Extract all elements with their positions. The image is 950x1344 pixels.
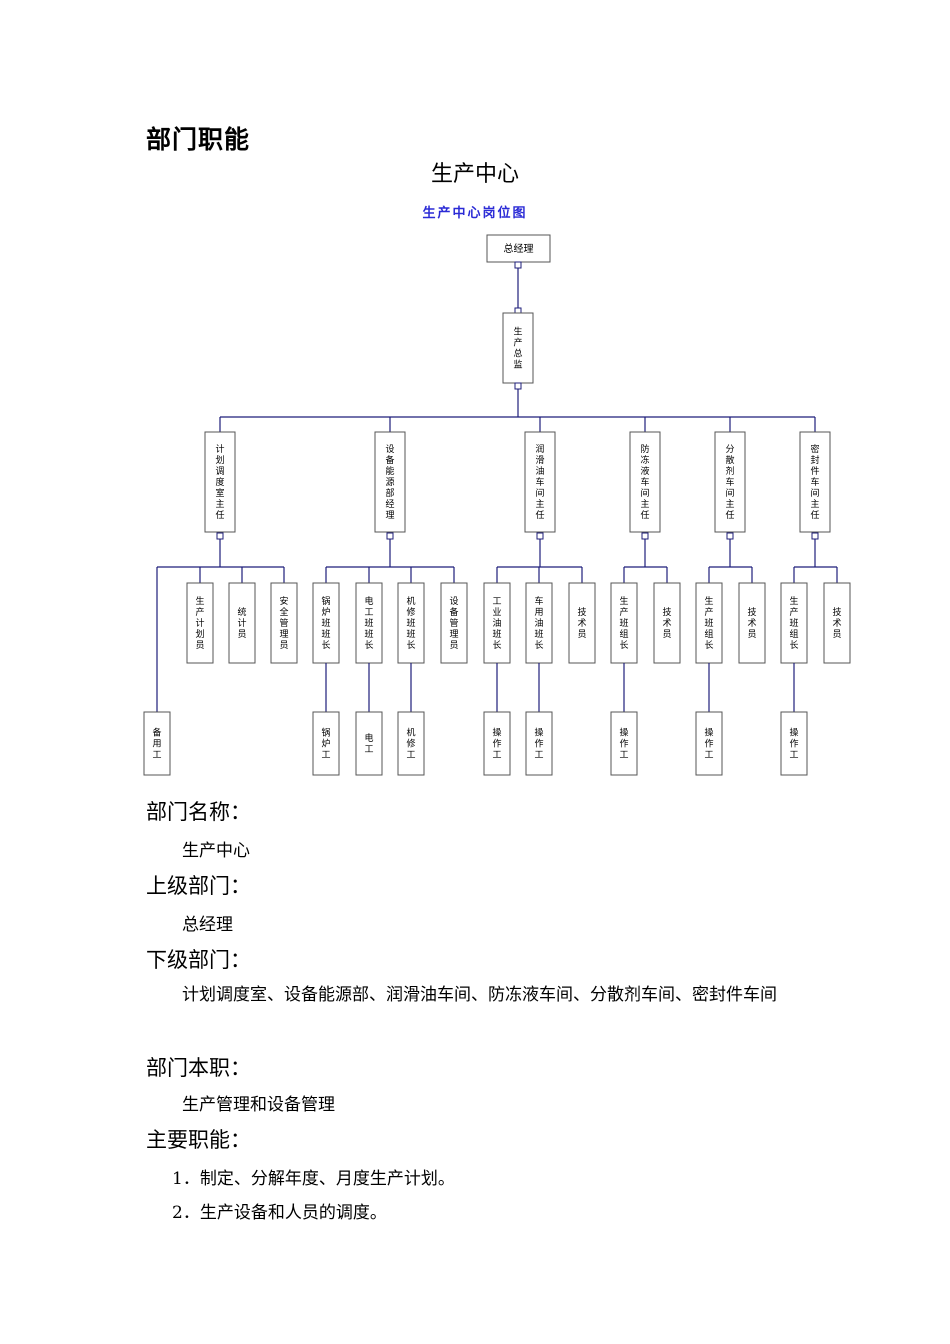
org-box-director	[502, 312, 534, 384]
org-box-position-label: 生产班组长	[619, 595, 628, 651]
org-box-department-label: 分散剂车间主任	[725, 444, 734, 521]
org-box-department-label: 计划调度室主任	[215, 443, 224, 521]
org-box-worker	[610, 711, 638, 776]
org-box-worker-label: 操作工	[789, 727, 798, 761]
org-box-department	[799, 431, 831, 533]
org-box-worker	[695, 711, 723, 776]
org-box-position	[653, 582, 681, 664]
org-box-position-label: 技术员	[662, 606, 671, 640]
org-box-position-label: 车用油班长	[534, 595, 543, 651]
connector-pin	[726, 532, 734, 540]
org-box-position-label: 生产班组长	[789, 595, 798, 651]
org-box-position	[228, 582, 256, 664]
connector-pin	[811, 532, 819, 540]
org-box-worker-label: 操作工	[534, 727, 543, 761]
org-box-position	[270, 582, 298, 664]
org-box-worker	[483, 711, 511, 776]
org-box-position-label: 安全管理员	[279, 595, 288, 651]
page-heading: 部门职能	[146, 125, 251, 154]
org-box-worker	[355, 711, 383, 776]
org-box-department-label: 密封件车间主任	[810, 443, 819, 521]
org-box-department	[374, 431, 406, 533]
function-item: 2．生产设备和人员的调度。	[172, 1203, 387, 1223]
org-box-department-label: 润滑油车间主任	[535, 443, 544, 521]
connector-pin	[386, 532, 394, 540]
child-dept-value: 计划调度室、设备能源部、润滑油车间、防冻液车间、分散剂车间、密封件车间	[182, 985, 777, 1005]
org-box-worker	[143, 711, 171, 776]
org-box-department	[204, 431, 236, 533]
child-dept-label: 下级部门：	[146, 948, 251, 972]
org-box-position	[312, 582, 340, 664]
org-box-worker-label: 电工	[364, 732, 373, 755]
dept-name-label: 部门名称：	[146, 800, 251, 824]
org-box-director-label: 生产总监	[513, 326, 522, 371]
org-box-department	[714, 431, 746, 533]
org-box-position	[525, 582, 553, 664]
chart-title: 生产中心岗位图	[422, 206, 528, 221]
org-box-position	[483, 582, 511, 664]
functions-label: 主要职能：	[146, 1128, 251, 1152]
org-box-position	[823, 582, 851, 664]
connector-pin	[536, 532, 544, 540]
org-box-position-label: 技术员	[747, 606, 756, 640]
org-box-worker-label: 操作工	[492, 727, 501, 761]
dept-name-value: 生产中心	[182, 841, 250, 861]
org-box-worker	[525, 711, 553, 776]
duty-label: 部门本职：	[146, 1056, 251, 1080]
org-box-worker-label: 操作工	[619, 727, 628, 761]
org-box-position-label: 技术员	[832, 606, 841, 640]
org-box-worker	[397, 711, 425, 776]
org-box-position-label: 电工班班长	[364, 595, 373, 651]
org-box-worker-label: 备用工	[152, 727, 161, 761]
org-box-worker-label: 操作工	[704, 727, 713, 761]
org-box-position	[186, 582, 214, 664]
org-box-department-label: 设备能源部经理	[385, 444, 394, 521]
parent-dept-value: 总经理	[182, 915, 233, 935]
org-box-position	[695, 582, 723, 664]
org-box-worker-label: 机修工	[406, 727, 415, 761]
org-box-position-label: 机修班班长	[406, 595, 415, 651]
connector-pin	[216, 532, 224, 540]
org-box-worker	[312, 711, 340, 776]
connector-pin	[514, 382, 522, 390]
org-box-position	[780, 582, 808, 664]
org-box-worker	[780, 711, 808, 776]
parent-dept-label: 上级部门：	[146, 874, 251, 898]
function-item: 1．制定、分解年度、月度生产计划。	[172, 1169, 455, 1189]
org-box-position-label: 工业油班长	[492, 597, 501, 651]
org-box-position-label: 设备管理员	[449, 596, 458, 651]
org-box-position-label: 统计员	[237, 606, 246, 640]
org-box-department	[629, 431, 661, 533]
org-box-top-label: 总经理	[504, 242, 534, 255]
org-box-position-label: 生产班组长	[704, 595, 713, 651]
org-box-department	[524, 431, 556, 533]
org-box-top	[486, 234, 551, 263]
org-box-position-label: 技术员	[577, 606, 586, 640]
org-box-position	[568, 582, 596, 664]
duty-value: 生产管理和设备管理	[182, 1095, 335, 1115]
connector-pin	[641, 532, 649, 540]
org-box-position-label: 生产计划员	[195, 595, 204, 651]
org-box-department-label: 防冻液车间主任	[640, 443, 649, 521]
org-box-position	[738, 582, 766, 664]
center-title: 生产中心	[430, 162, 519, 187]
connector-pin	[514, 261, 522, 269]
org-box-position-label: 锅炉班班长	[321, 596, 330, 651]
org-box-worker-label: 锅炉工	[321, 728, 330, 761]
org-box-position	[440, 582, 468, 664]
